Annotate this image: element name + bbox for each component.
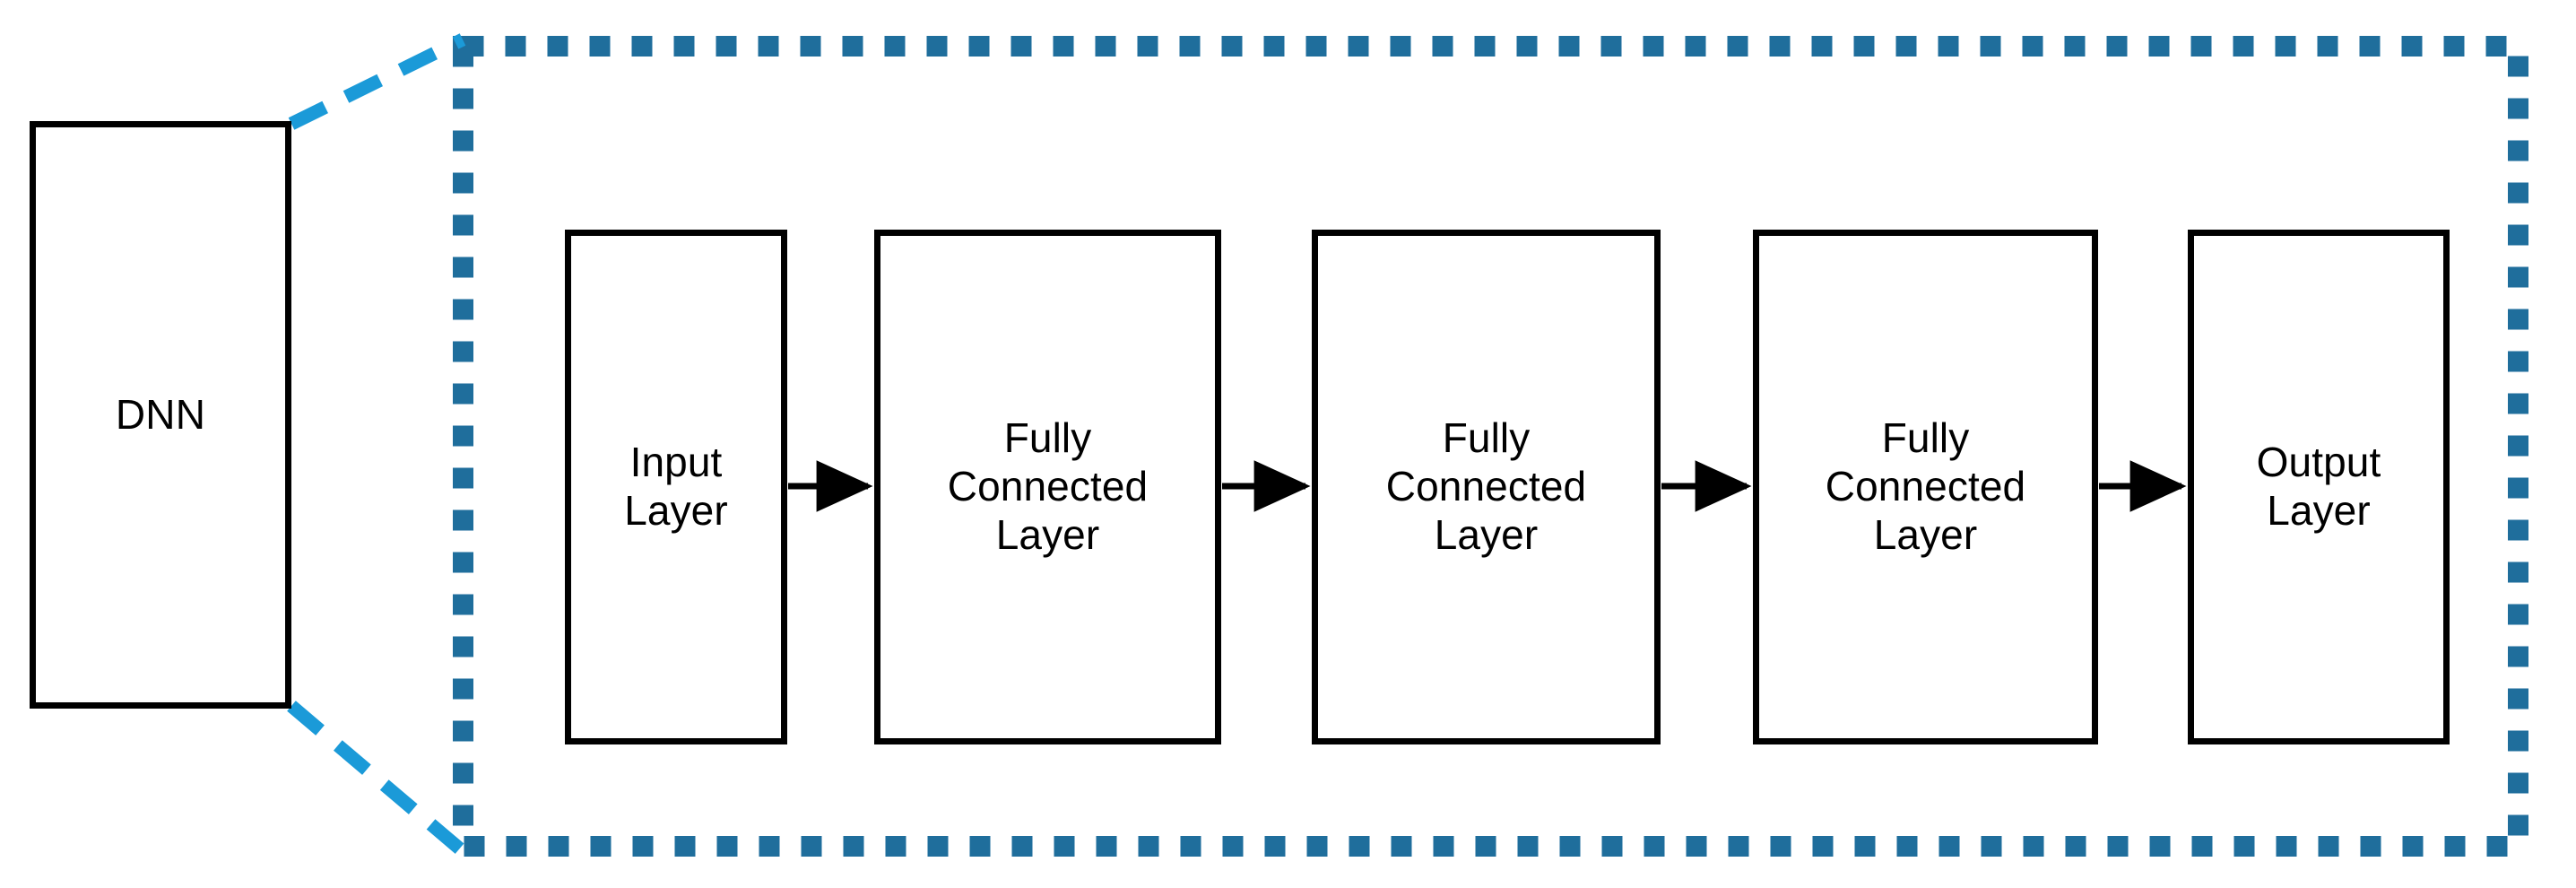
layer-box-fully-connected-layer-2: Fully Connected Layer <box>1312 230 1661 744</box>
connector-line-bottom <box>287 701 467 857</box>
dnn-block-label: DNN <box>115 391 206 439</box>
layer-box-fully-connected-layer-1: Fully Connected Layer <box>874 230 1221 744</box>
layer-box-label: Fully Connected Layer <box>1825 414 2026 558</box>
layer-box-output-layer: Output Layer <box>2188 230 2450 744</box>
layer-box-input-layer: Input Layer <box>565 230 787 744</box>
dnn-block: DNN <box>30 121 291 709</box>
connector-line-top <box>288 33 466 130</box>
layer-box-label: Input Layer <box>624 439 728 534</box>
layer-box-label: Fully Connected Layer <box>947 414 1149 558</box>
layer-box-label: Output Layer <box>2256 439 2381 534</box>
layer-box-label: Fully Connected Layer <box>1385 414 1587 558</box>
layer-box-fully-connected-layer-3: Fully Connected Layer <box>1753 230 2098 744</box>
